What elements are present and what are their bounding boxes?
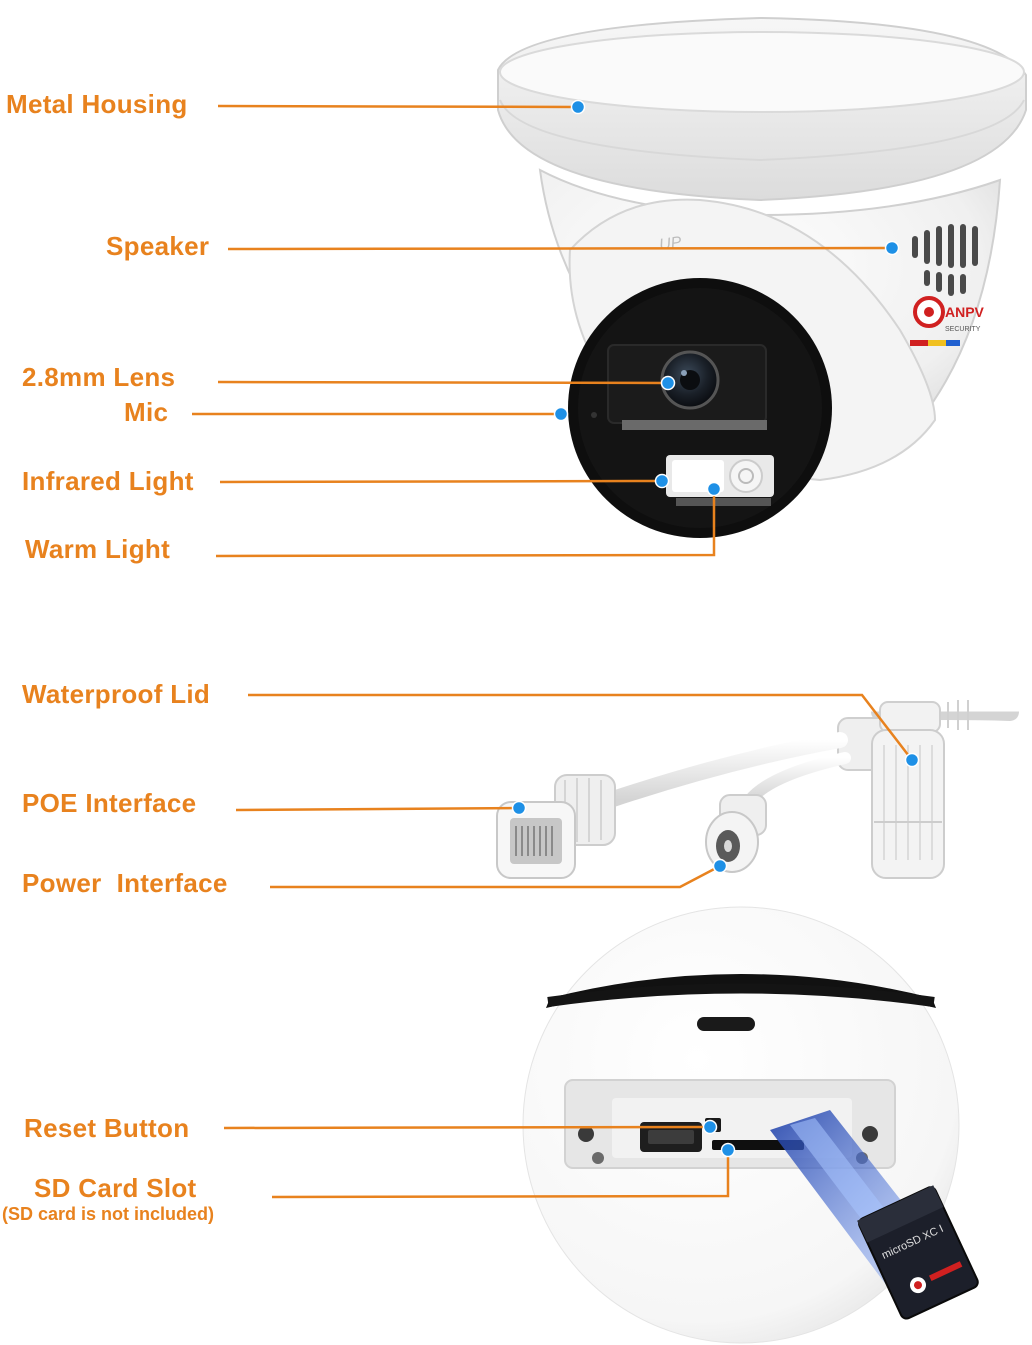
label-mic: Mic: [124, 397, 169, 427]
leader-lines: [192, 104, 913, 1199]
poe-connector: [496, 774, 616, 879]
dot-reset: [702, 1119, 718, 1135]
label-poe-interface: POE Interface: [22, 788, 197, 818]
dot-sd: [720, 1142, 736, 1158]
dot-poe: [511, 800, 527, 816]
dot-speaker: [884, 240, 900, 256]
power-connector: [705, 794, 767, 873]
dot-infrared: [654, 473, 670, 489]
leader-sd: [271, 1150, 730, 1199]
leader-infrared: [219, 479, 663, 484]
label-sd-note: (SD card is not included): [2, 1204, 215, 1224]
leader-power: [270, 864, 721, 889]
turret-camera: ANPV SECURITY UP: [497, 16, 1027, 538]
leader-poe: [235, 806, 520, 812]
dot-lens: [660, 375, 676, 391]
dot-waterproof: [904, 752, 920, 768]
leader-warm: [215, 489, 716, 558]
label-waterproof-lid: Waterproof Lid: [22, 679, 211, 709]
dot-power: [712, 858, 728, 874]
speaker-grille: [912, 224, 978, 296]
label-speaker: Speaker: [106, 231, 210, 261]
pointer-dots: [511, 99, 920, 1158]
label-sd-card-slot: SD Card Slot: [34, 1173, 197, 1203]
sd-card: microSD XC I: [857, 1185, 979, 1320]
sd-closeup: microSD XC I: [522, 906, 979, 1344]
leader-lens: [217, 380, 669, 385]
label-power-interface: Power Interface: [22, 868, 228, 898]
label-lens: 2.8mm Lens: [22, 362, 176, 392]
leader-metal-housing: [217, 104, 579, 109]
leader-waterproof: [248, 693, 913, 761]
up-orientation-mark: UP: [658, 234, 683, 254]
waterproof-lid: [871, 729, 945, 879]
dot-mic: [553, 406, 569, 422]
brand-name-text: ANPV: [945, 304, 985, 320]
brand-subtitle-text: SECURITY: [945, 326, 981, 333]
label-warm-light: Warm Light: [25, 534, 171, 564]
cable-assembly: [496, 700, 1019, 879]
dot-warm: [706, 481, 722, 497]
label-metal-housing: Metal Housing: [6, 89, 188, 119]
leader-reset: [223, 1125, 711, 1130]
dot-metal-housing: [570, 99, 586, 115]
leader-speaker: [227, 246, 893, 251]
label-reset-button: Reset Button: [24, 1113, 190, 1143]
label-infrared-light: Infrared Light: [22, 466, 194, 496]
brand-logo: ANPV SECURITY: [910, 296, 985, 346]
